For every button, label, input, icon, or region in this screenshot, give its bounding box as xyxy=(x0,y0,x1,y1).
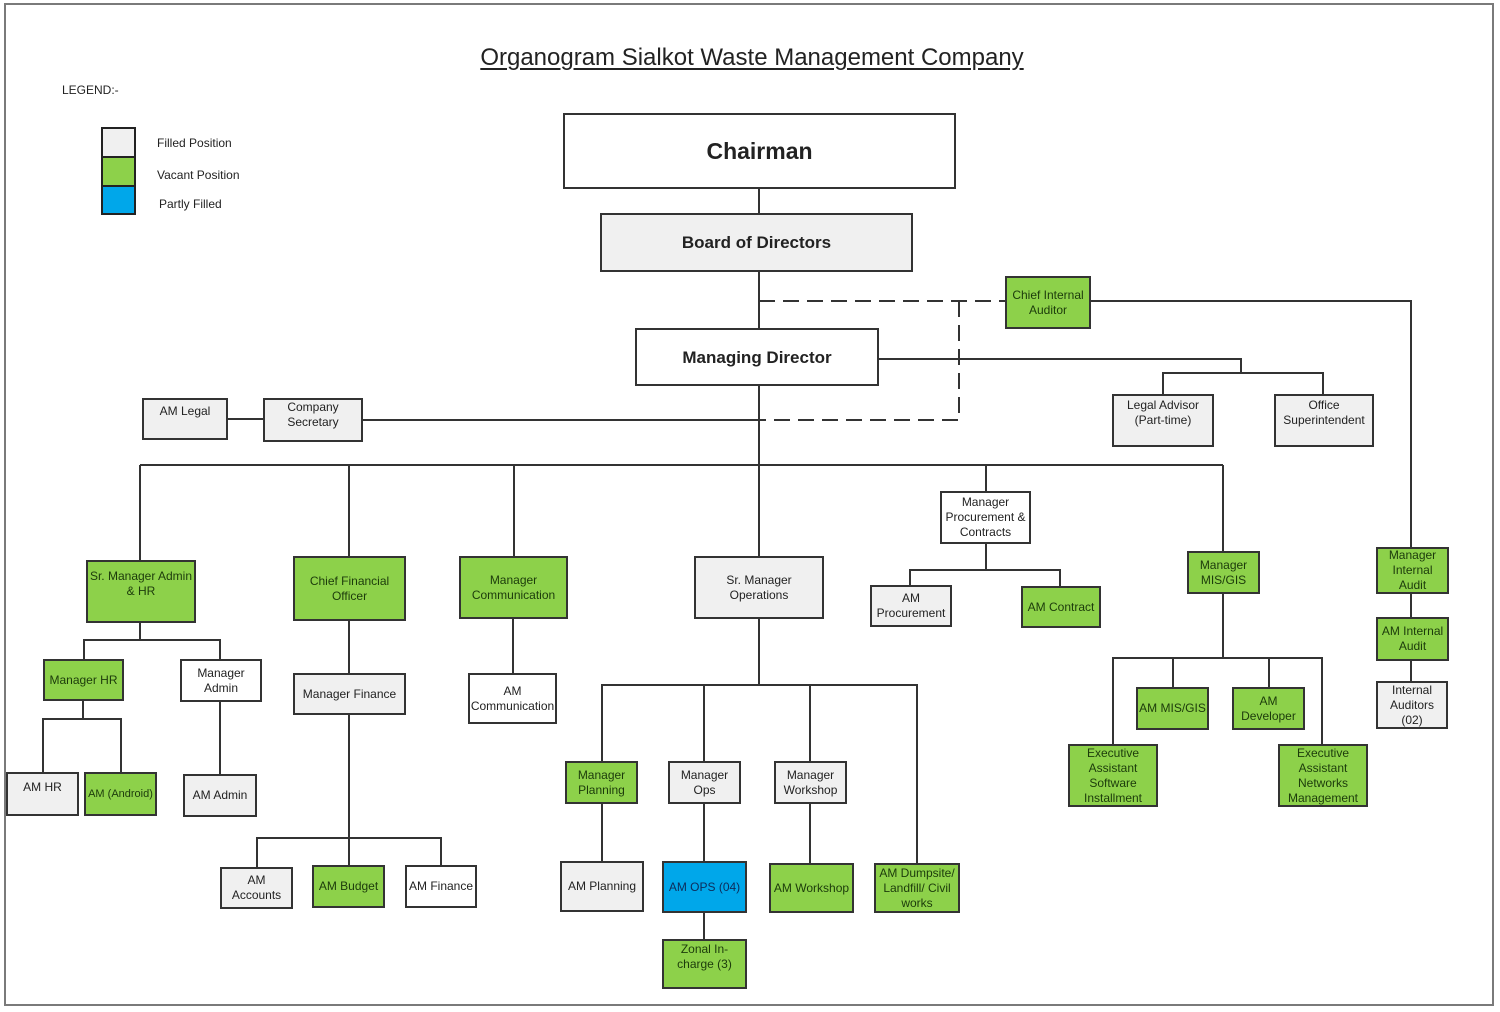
connector xyxy=(83,622,221,660)
connector xyxy=(42,700,122,773)
node-manager-admin[interactable]: Manager Admin xyxy=(180,659,262,702)
node-chief-internal-auditor[interactable]: Chief Internal Auditor xyxy=(1005,276,1091,329)
connector xyxy=(601,618,918,864)
node-sr-manager-admin-hr[interactable]: Sr. Manager Admin & HR xyxy=(86,560,196,623)
node-manager-ops[interactable]: Manager Ops xyxy=(668,761,741,804)
node-am-planning[interactable]: AM Planning xyxy=(560,861,644,912)
node-ea-networks-management[interactable]: Executive Assistant Networks Management xyxy=(1278,744,1368,807)
node-am-accounts[interactable]: AM Accounts xyxy=(220,867,293,909)
node-manager-workshop[interactable]: Manager Workshop xyxy=(774,761,847,804)
node-am-procurement[interactable]: AM Procurement xyxy=(870,585,952,627)
node-sr-manager-operations[interactable]: Sr. Manager Operations xyxy=(694,556,824,619)
connector xyxy=(909,543,1061,586)
page-title: Organogram Sialkot Waste Management Comp… xyxy=(480,44,1024,71)
node-am-internal-audit[interactable]: AM Internal Audit xyxy=(1376,617,1449,661)
node-manager-communication[interactable]: Manager Communication xyxy=(459,556,568,619)
connector xyxy=(878,358,1324,395)
connector xyxy=(1091,300,1412,548)
legend-label-partly: Partly Filled xyxy=(159,197,222,211)
node-company-secretary[interactable]: Company Secretary xyxy=(263,398,363,442)
connector-dashed xyxy=(759,300,1006,421)
node-zonal-incharge[interactable]: Zonal In-charge (3) xyxy=(662,939,747,989)
node-managing-director[interactable]: Managing Director xyxy=(635,328,879,386)
node-board-of-directors[interactable]: Board of Directors xyxy=(600,213,913,272)
node-ea-software-installment[interactable]: Executive Assistant Software Installment xyxy=(1068,744,1158,807)
node-am-ops[interactable]: AM OPS (04) xyxy=(662,861,747,913)
node-chief-financial-officer[interactable]: Chief Financial Officer xyxy=(293,556,406,621)
node-office-superintendent[interactable]: Office Superintendent xyxy=(1274,394,1374,447)
node-manager-hr[interactable]: Manager HR xyxy=(43,659,124,701)
node-am-budget[interactable]: AM Budget xyxy=(312,865,385,908)
node-am-mis-gis[interactable]: AM MIS/GIS xyxy=(1136,687,1209,730)
node-am-finance[interactable]: AM Finance xyxy=(405,865,477,908)
node-am-communication[interactable]: AM Communication xyxy=(468,673,557,724)
legend-swatch-vacant xyxy=(101,156,136,187)
legend-label-filled: Filled Position xyxy=(157,136,232,150)
node-manager-procurement[interactable]: Manager Procurement & Contracts xyxy=(940,491,1031,544)
node-am-developer[interactable]: AM Developer xyxy=(1232,687,1305,730)
node-am-workshop[interactable]: AM Workshop xyxy=(769,863,854,913)
node-chairman[interactable]: Chairman xyxy=(563,113,956,189)
connector xyxy=(1112,593,1323,745)
node-am-android[interactable]: AM (Android) xyxy=(84,772,157,816)
node-internal-auditors[interactable]: Internal Auditors (02) xyxy=(1376,681,1448,729)
legend-swatch-partly xyxy=(101,185,136,215)
legend-label-vacant: Vacant Position xyxy=(157,168,240,182)
node-am-contract[interactable]: AM Contract xyxy=(1021,586,1101,628)
node-am-legal[interactable]: AM Legal xyxy=(142,398,228,440)
connector xyxy=(256,714,442,868)
node-am-dumpsite[interactable]: AM Dumpsite/ Landfill/ Civil works xyxy=(874,863,960,913)
node-am-admin[interactable]: AM Admin xyxy=(183,774,257,817)
node-manager-mis-gis[interactable]: Manager MIS/GIS xyxy=(1187,551,1260,594)
node-manager-planning[interactable]: Manager Planning xyxy=(565,761,638,804)
node-legal-advisor[interactable]: Legal Advisor (Part-time) xyxy=(1112,394,1214,447)
node-manager-finance[interactable]: Manager Finance xyxy=(293,673,406,715)
node-am-hr[interactable]: AM HR xyxy=(6,772,79,816)
legend-title: LEGEND:- xyxy=(62,83,119,97)
node-manager-internal-audit[interactable]: Manager Internal Audit xyxy=(1376,547,1449,594)
